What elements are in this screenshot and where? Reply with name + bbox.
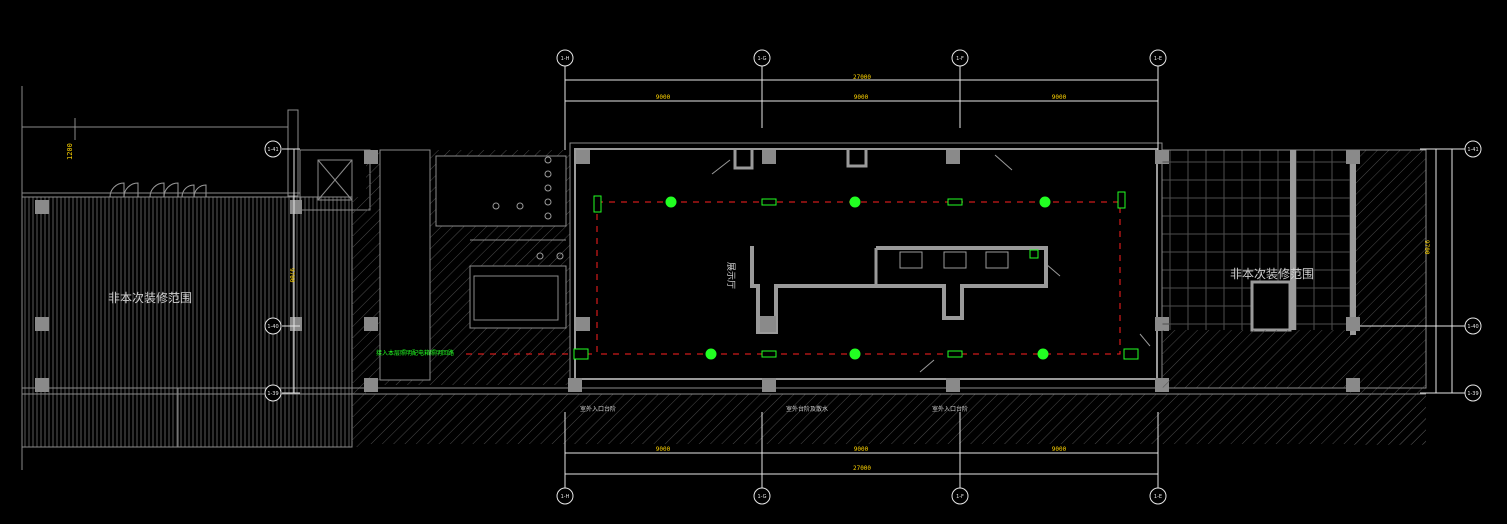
- svg-text:1-F: 1-F: [956, 56, 964, 62]
- top-segment-dimension: 9000: [854, 94, 869, 101]
- top-total-dimension: 27000: [853, 74, 871, 81]
- light-fixture-icon: [849, 348, 861, 360]
- top-segment-dimension: 9000: [1052, 94, 1067, 101]
- svg-text:1-40: 1-40: [1467, 324, 1478, 330]
- bottom-segment-dimension: 9000: [1052, 446, 1067, 453]
- axis-bubble-top: 1-G: [753, 49, 771, 67]
- axis-bubble-top: 1-H: [556, 49, 574, 67]
- main-hall: 展示厅: [568, 142, 1169, 392]
- panel-icon: [1123, 348, 1139, 360]
- light-fixture-icon: [1037, 348, 1049, 360]
- center-room-label: 展示厅: [725, 262, 736, 289]
- linear-light-icon: [761, 350, 777, 358]
- svg-text:1-H: 1-H: [561, 494, 570, 500]
- axis-bubble-right: 1-41: [1464, 140, 1482, 158]
- exterior-strip: 室外入口台阶 室外台阶及散水 室外入口台阶: [352, 387, 1426, 444]
- right-side-dimension: 9700: [1423, 240, 1430, 255]
- linear-light-icon: [947, 198, 963, 206]
- axis-bubble-bottom: 1-E: [1149, 487, 1167, 505]
- service-block: [287, 109, 570, 447]
- svg-text:1-G: 1-G: [757, 56, 766, 62]
- bottom-note-2: 室外台阶及散水: [786, 405, 828, 413]
- wall-light-icon: [593, 195, 602, 213]
- panel-icon: [573, 348, 589, 360]
- axis-bubble-bottom: 1-F: [951, 487, 969, 505]
- bottom-note-1: 室外入口台阶: [580, 405, 616, 413]
- svg-text:1-G: 1-G: [757, 494, 766, 500]
- wall-light-icon: [1117, 191, 1126, 209]
- column: [35, 317, 49, 331]
- axis-bubble-left: 1-39: [264, 384, 282, 402]
- linear-light-icon: [761, 198, 777, 206]
- light-fixture-icon: [705, 348, 717, 360]
- left-side-dimension: 9700: [288, 268, 295, 283]
- lighting-circuit: 接入本层照明配电箱照明回路: [376, 191, 1139, 360]
- svg-text:1-H: 1-H: [561, 56, 570, 62]
- bottom-total-dimension: 27000: [853, 465, 871, 472]
- svg-text:1-E: 1-E: [1154, 56, 1162, 62]
- bottom-segment-dimension: 9000: [854, 446, 869, 453]
- dimension-lines: [282, 66, 1466, 488]
- light-fixture-icon: [665, 196, 677, 208]
- axis-bubble-left: 1-40: [264, 317, 282, 335]
- panel-icon: [1029, 249, 1039, 259]
- svg-text:1-E: 1-E: [1154, 494, 1162, 500]
- column: [290, 317, 302, 331]
- axis-bubble-bottom: 1-G: [753, 487, 771, 505]
- right-area-label: 非本次装修范围: [1230, 266, 1314, 281]
- svg-text:1-41: 1-41: [1467, 147, 1478, 153]
- axis-bubble-top: 1-E: [1149, 49, 1167, 67]
- top-left-dimension: 1200: [66, 143, 74, 160]
- light-fixture-icon: [1039, 196, 1051, 208]
- linear-light-icon: [947, 350, 963, 358]
- light-fixture-icon: [849, 196, 861, 208]
- axis-bubble-top: 1-F: [951, 49, 969, 67]
- svg-text:1-41: 1-41: [267, 147, 278, 153]
- top-segment-dimension: 9000: [656, 94, 671, 101]
- column: [35, 200, 49, 214]
- bottom-note-3: 室外入口台阶: [932, 405, 968, 413]
- circuit-note: 接入本层照明配电箱照明回路: [376, 349, 454, 357]
- left-non-scope-area: 1200 非本次装修范围: [21, 86, 353, 470]
- bottom-segment-dimension: 9000: [656, 446, 671, 453]
- column: [290, 200, 302, 214]
- left-area-label: 非本次装修范围: [108, 290, 192, 305]
- column: [35, 378, 49, 392]
- svg-text:1-40: 1-40: [267, 324, 278, 330]
- axis-bubble-right: 1-39: [1464, 384, 1482, 402]
- svg-text:1-39: 1-39: [1467, 391, 1478, 397]
- axis-bubbles: 1-H 1-G 1-F 1-E 1-H 1-G 1-F 1-E: [264, 49, 1482, 505]
- svg-text:1-39: 1-39: [267, 391, 278, 397]
- axis-bubble-right: 1-40: [1464, 317, 1482, 335]
- svg-text:1-F: 1-F: [956, 494, 964, 500]
- axis-bubble-bottom: 1-H: [556, 487, 574, 505]
- axis-bubble-left: 1-41: [264, 140, 282, 158]
